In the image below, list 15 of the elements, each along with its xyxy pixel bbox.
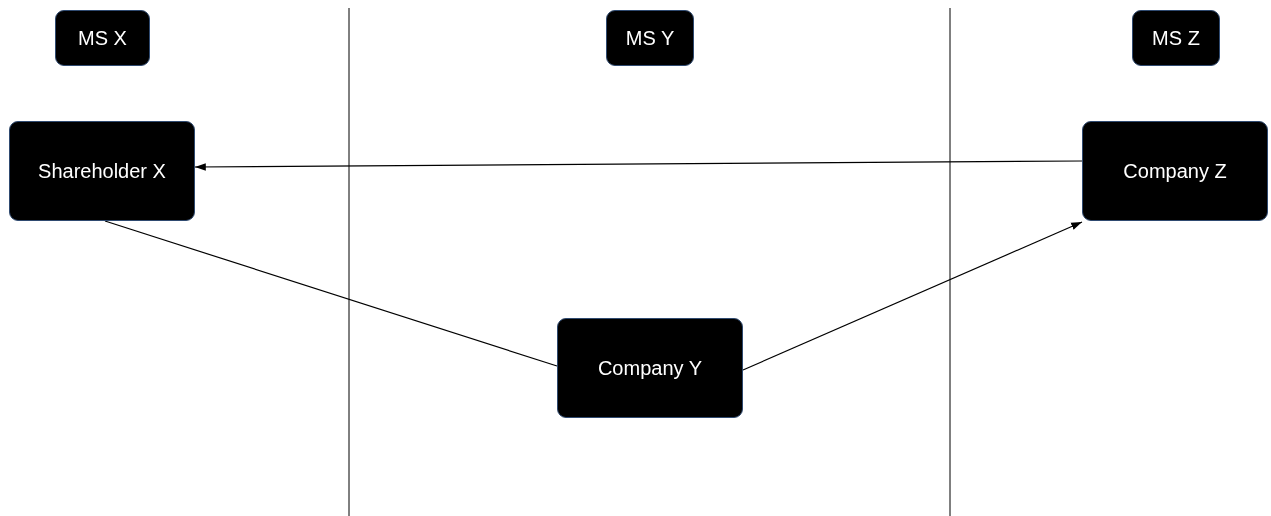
entity-box [9, 121, 195, 221]
entity-box [1082, 121, 1268, 221]
entity-name: MS Y [624, 26, 676, 51]
entity-name: Company Y [596, 356, 704, 381]
entity-name: Shareholder X [37, 159, 167, 184]
entity-box [557, 318, 743, 418]
connector-line [104, 220, 558, 367]
entity-name: MS Z [1151, 26, 1201, 51]
arrow [194, 160, 1083, 171]
region-label-box [55, 10, 150, 66]
region-label-box [1132, 10, 1220, 66]
entity-name: Company Z [1122, 159, 1228, 184]
entity-name: MS X [77, 26, 128, 51]
region-label-box [606, 10, 694, 66]
arrow [742, 221, 1083, 371]
